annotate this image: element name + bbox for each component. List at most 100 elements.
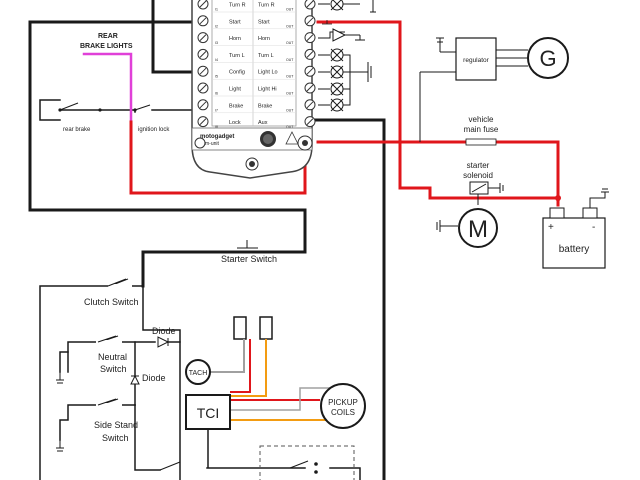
wire-tci-red <box>230 339 251 393</box>
battery-box <box>542 217 606 269</box>
m-unit-inner <box>211 0 297 127</box>
starter-solenoid-label-2: solenoid <box>463 171 493 180</box>
battery-minus-terminal <box>582 207 598 219</box>
unit-input-label: Turn L <box>229 53 245 59</box>
unit-input-tag: I7 <box>215 108 218 112</box>
unit-output-screw-slot-icon <box>306 67 314 75</box>
regulator-label: regulator <box>463 57 489 64</box>
wire-sidestand-left <box>59 404 136 441</box>
m-unit-badge <box>191 127 313 151</box>
unit-output-label: Turn L <box>258 53 274 59</box>
wire-tach-gray <box>210 339 245 373</box>
tci-box <box>185 394 231 430</box>
unit-output-screw-slot-icon <box>306 0 314 8</box>
neutral-switch-label-2: Switch <box>100 364 127 374</box>
side-stand-switch: Side Stand Switch <box>56 398 138 452</box>
unit-output-label: Turn R <box>258 3 275 9</box>
unit-input-screw-slot-icon <box>199 34 207 41</box>
unit-output-screw-slot-icon <box>306 101 314 109</box>
m-unit-body <box>191 0 313 179</box>
unit-input-screw-slot-icon <box>199 0 207 8</box>
ground-solenoid-icon <box>488 183 504 193</box>
unit-input-tag: I4 <box>215 58 218 62</box>
unit-output-tag: OUT <box>286 8 294 12</box>
pickup-coils-label-1: PICKUP <box>328 398 358 407</box>
wire-ignition-red <box>129 120 307 195</box>
unit-input-label: Horn <box>229 36 241 42</box>
wire-pickup-gray <box>230 387 330 411</box>
rear-brake-switch-contact-icon <box>98 108 102 112</box>
unit-input-tag: I3 <box>215 41 218 45</box>
black-wires <box>28 0 386 480</box>
unit-input-screw-slot-icon <box>199 67 207 75</box>
ground-sidestand-icon <box>56 440 64 452</box>
diode-2-icon <box>130 374 140 385</box>
clutch-switch-gap <box>108 284 132 288</box>
neutral-switch-blade2-icon <box>97 335 117 343</box>
unit-input-label: Turn R <box>229 3 246 9</box>
wire-clutch-left <box>39 285 144 480</box>
unit-input-tag: I8 <box>215 125 218 129</box>
unit-output-label: Aux <box>258 120 268 126</box>
pickup-coils-icon <box>320 383 366 429</box>
wire-clutch-right <box>142 285 181 480</box>
unit-input-screw-slot-icon <box>199 51 207 58</box>
diode-1-icon <box>157 336 170 348</box>
rear-brake-area: REAR BRAKE LIGHTS rear brake ignition lo… <box>39 33 170 133</box>
unit-output-tag: OUT <box>286 41 294 45</box>
bottom-switch-contact-1-icon <box>314 462 318 466</box>
unit-output-screw-slot-icon <box>306 51 314 58</box>
kill-switch-dashed-box <box>259 445 355 480</box>
starter-motor-icon <box>458 208 498 248</box>
unit-output-tag: OUT <box>286 92 294 96</box>
unit-model-text: m-unit <box>205 141 220 147</box>
battery-plus-label: + <box>548 222 554 233</box>
bottom-switch-right-blade-icon <box>289 460 309 469</box>
bottom-switch-contact-2-icon <box>314 470 318 474</box>
main-fuse: vehicle main fuse <box>464 115 499 146</box>
wire-solenoid-red <box>428 186 560 200</box>
sidestand-switch-label-2: Switch <box>102 433 129 443</box>
lamp-brake-cross-icon <box>330 98 344 112</box>
unit-output-label: Light Hi <box>258 87 277 93</box>
warning-triangle-icon <box>285 131 299 145</box>
neutral-switch: Neutral Switch <box>56 335 127 384</box>
wire-rear-brake-ground <box>39 99 61 121</box>
neutral-switch-label-1: Neutral <box>98 352 127 362</box>
wire-left-loop-top <box>28 20 195 212</box>
rear-brake-lights-label-1: REAR <box>98 33 118 40</box>
starter-switch: Starter Switch <box>221 240 277 264</box>
wire-rear-brake-switch <box>59 109 136 113</box>
coil-2-icon <box>259 316 273 340</box>
sidestand-switch-label-1: Side Stand <box>94 420 138 430</box>
coil-1-icon <box>233 316 247 340</box>
wire-lamp-common <box>343 54 351 106</box>
diode-1-label: Diode <box>152 326 176 336</box>
unit-input-label: Lock <box>229 120 241 126</box>
ground-neutral-icon <box>56 372 64 384</box>
clutch-switch-label: Clutch Switch <box>84 297 139 307</box>
clutch-switch-blade2-icon <box>107 278 127 287</box>
unit-input-tag: I1 <box>215 8 218 12</box>
unit-input-tag: I5 <box>215 75 218 79</box>
ground-battery-icon <box>589 188 609 208</box>
battery-label: battery <box>559 244 590 255</box>
battery-plus-terminal <box>549 207 565 219</box>
tci-label: TCI <box>197 405 220 421</box>
rear-brake-switch-blade-icon <box>59 102 79 111</box>
diode-2-label: Diode <box>142 373 166 383</box>
bottom-switch-left-blade-icon <box>159 461 181 471</box>
rear-brake-switch-pivot-icon <box>58 108 62 112</box>
wire-neutral-left <box>67 341 156 373</box>
wire-bottom-switch <box>206 467 361 480</box>
battery: + - battery <box>542 188 609 269</box>
ignition-system: TACH TCI PICKUP COILS <box>159 316 366 480</box>
wire-turnr-feed <box>151 0 195 74</box>
rear-brake-lights-label-2: BRAKE LIGHTS <box>80 43 133 50</box>
ignition-lock-label: ignition lock <box>138 127 170 133</box>
regulator-box <box>455 37 497 81</box>
tach-icon <box>185 359 211 385</box>
unit-output-label: Brake <box>258 103 272 109</box>
unit-output-label: Horn <box>258 36 270 42</box>
